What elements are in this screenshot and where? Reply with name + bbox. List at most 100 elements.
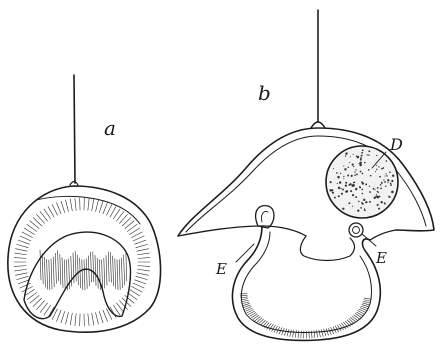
stipple-dot [345,190,347,192]
stipple-dot [361,152,363,154]
figure-a-hatch-stroke [17,276,29,279]
stipple-dot [334,197,336,199]
figure-a-hatch-stroke [52,204,57,215]
figure-a-spine [74,75,75,183]
stipple-dot [388,180,389,181]
figure-a-hatch-stroke [138,258,150,259]
figure-b-hatch-stroke [243,303,250,305]
figure-a-hatch-stroke [137,269,149,271]
stipple-dot [373,188,375,190]
stipple-dot [353,182,355,184]
stipple-dot [361,155,363,157]
stipple-dot [391,191,394,194]
figure-a-hatch-stroke [55,253,56,283]
stipple-dot [341,193,343,195]
figure-a-hatch-stroke [60,254,61,284]
stipple-dot [386,173,387,174]
figure-b-hatch-stroke [314,331,315,338]
stipple-dot [374,197,376,199]
figure-a-hatch-stroke [133,236,144,241]
figure-a-hatch-stroke [15,269,27,271]
figure-a-hatch-stroke [48,207,54,217]
figure-a-hatch-stroke [15,253,27,255]
figure-b-left-wing [178,226,306,236]
figure-b-left-e-loop [256,206,274,228]
figure-b-hatch-stroke [364,300,371,301]
stipple-dot [343,178,344,179]
figure-a-hatch-stroke [61,311,65,322]
figure-a-label: a [104,116,116,140]
stipple-dot [385,186,386,187]
figure-a-hatch-stroke [126,251,127,281]
figure-a-hatch-stroke [14,266,26,267]
stipple-dot [368,150,370,152]
stipple-dot [369,191,371,193]
stipple-dot [376,165,377,166]
figure-a-hatch-stroke [110,252,111,282]
figure-a-hatch-stroke [15,249,27,251]
figure-a-hatch-stroke [104,258,105,288]
stipple-dot [329,189,331,191]
stipple-dot [360,171,362,173]
stipple-dot [384,181,386,183]
figure-a-hatch-stroke [137,249,149,251]
figure-b-label: b [258,81,271,105]
figure-b-hatch-stroke [316,330,317,337]
figure-a-hatch-stroke [22,232,33,238]
figure-b-hatch-stroke [284,329,286,336]
figure-b-right-e-loop-inner [353,227,360,234]
stipple-dot [384,202,386,204]
figure-b-hatch-stroke [242,302,249,304]
figure-a-hatch-stroke [131,232,142,238]
figure-a-hatch-stroke [91,252,92,282]
stipple-dot [342,189,344,191]
figure-b-hatch-stroke [244,305,251,307]
figure-b-hatch-stroke [324,329,326,336]
stipple-dot [374,189,375,190]
stipple-dot [381,168,383,170]
stipple-dot [362,173,364,175]
figure-a-hatch-stroke [138,266,150,267]
figure-a-hatch-stroke [61,201,65,212]
figure-a-hatch-stroke [57,203,61,214]
stipple-dot [369,201,371,203]
figure-a-hatch-stroke [92,199,94,211]
stipple-dot [349,162,350,163]
figure-a-hatch-stroke [66,312,69,324]
stipple-dot [337,176,340,179]
figure-b-spine-base [311,122,325,128]
figure-a-hatch-stroke [107,204,112,215]
figure-b-lower-sac-inner [241,232,371,332]
figure-a-hatch-stroke [131,286,142,292]
figure-a-hatch-stroke [71,256,72,286]
stipple-dot [358,201,360,203]
stipple-dot [340,188,341,189]
stipple-dot [348,167,349,168]
figure-b-hatch-stroke [298,331,299,338]
stipple-dot [355,188,357,190]
stipple-dot [381,182,383,184]
figure-a: a [8,75,161,332]
figure-a-hatch-stroke [92,313,94,325]
stipple-dot [336,172,338,174]
stipple-dot [377,204,379,206]
stipple-dot [378,192,379,193]
figure-b-left-e-loop-inner [261,211,268,222]
figure-a-hatch-stroke [136,276,148,279]
stipple-dot [387,182,388,183]
figure-a-hatch-stroke [121,258,122,288]
figure-a-hatch-stroke [135,240,146,244]
stipple-dot [357,209,359,211]
stipple-dot [364,209,365,210]
stipple-dot [364,162,366,164]
figure-a-hatch-stroke [14,258,26,259]
stipple-dot [383,167,385,169]
stipple-dot [338,195,340,197]
figure-a-hatch-stroke [75,314,76,326]
stipple-dot [386,175,388,177]
figure-b-hatch-stroke [292,330,293,337]
figure-a-hatch-stroke [15,273,27,275]
figure-b-hatch-stroke [363,303,370,305]
stipple-dot [384,176,385,177]
stipple-dot [365,183,367,185]
